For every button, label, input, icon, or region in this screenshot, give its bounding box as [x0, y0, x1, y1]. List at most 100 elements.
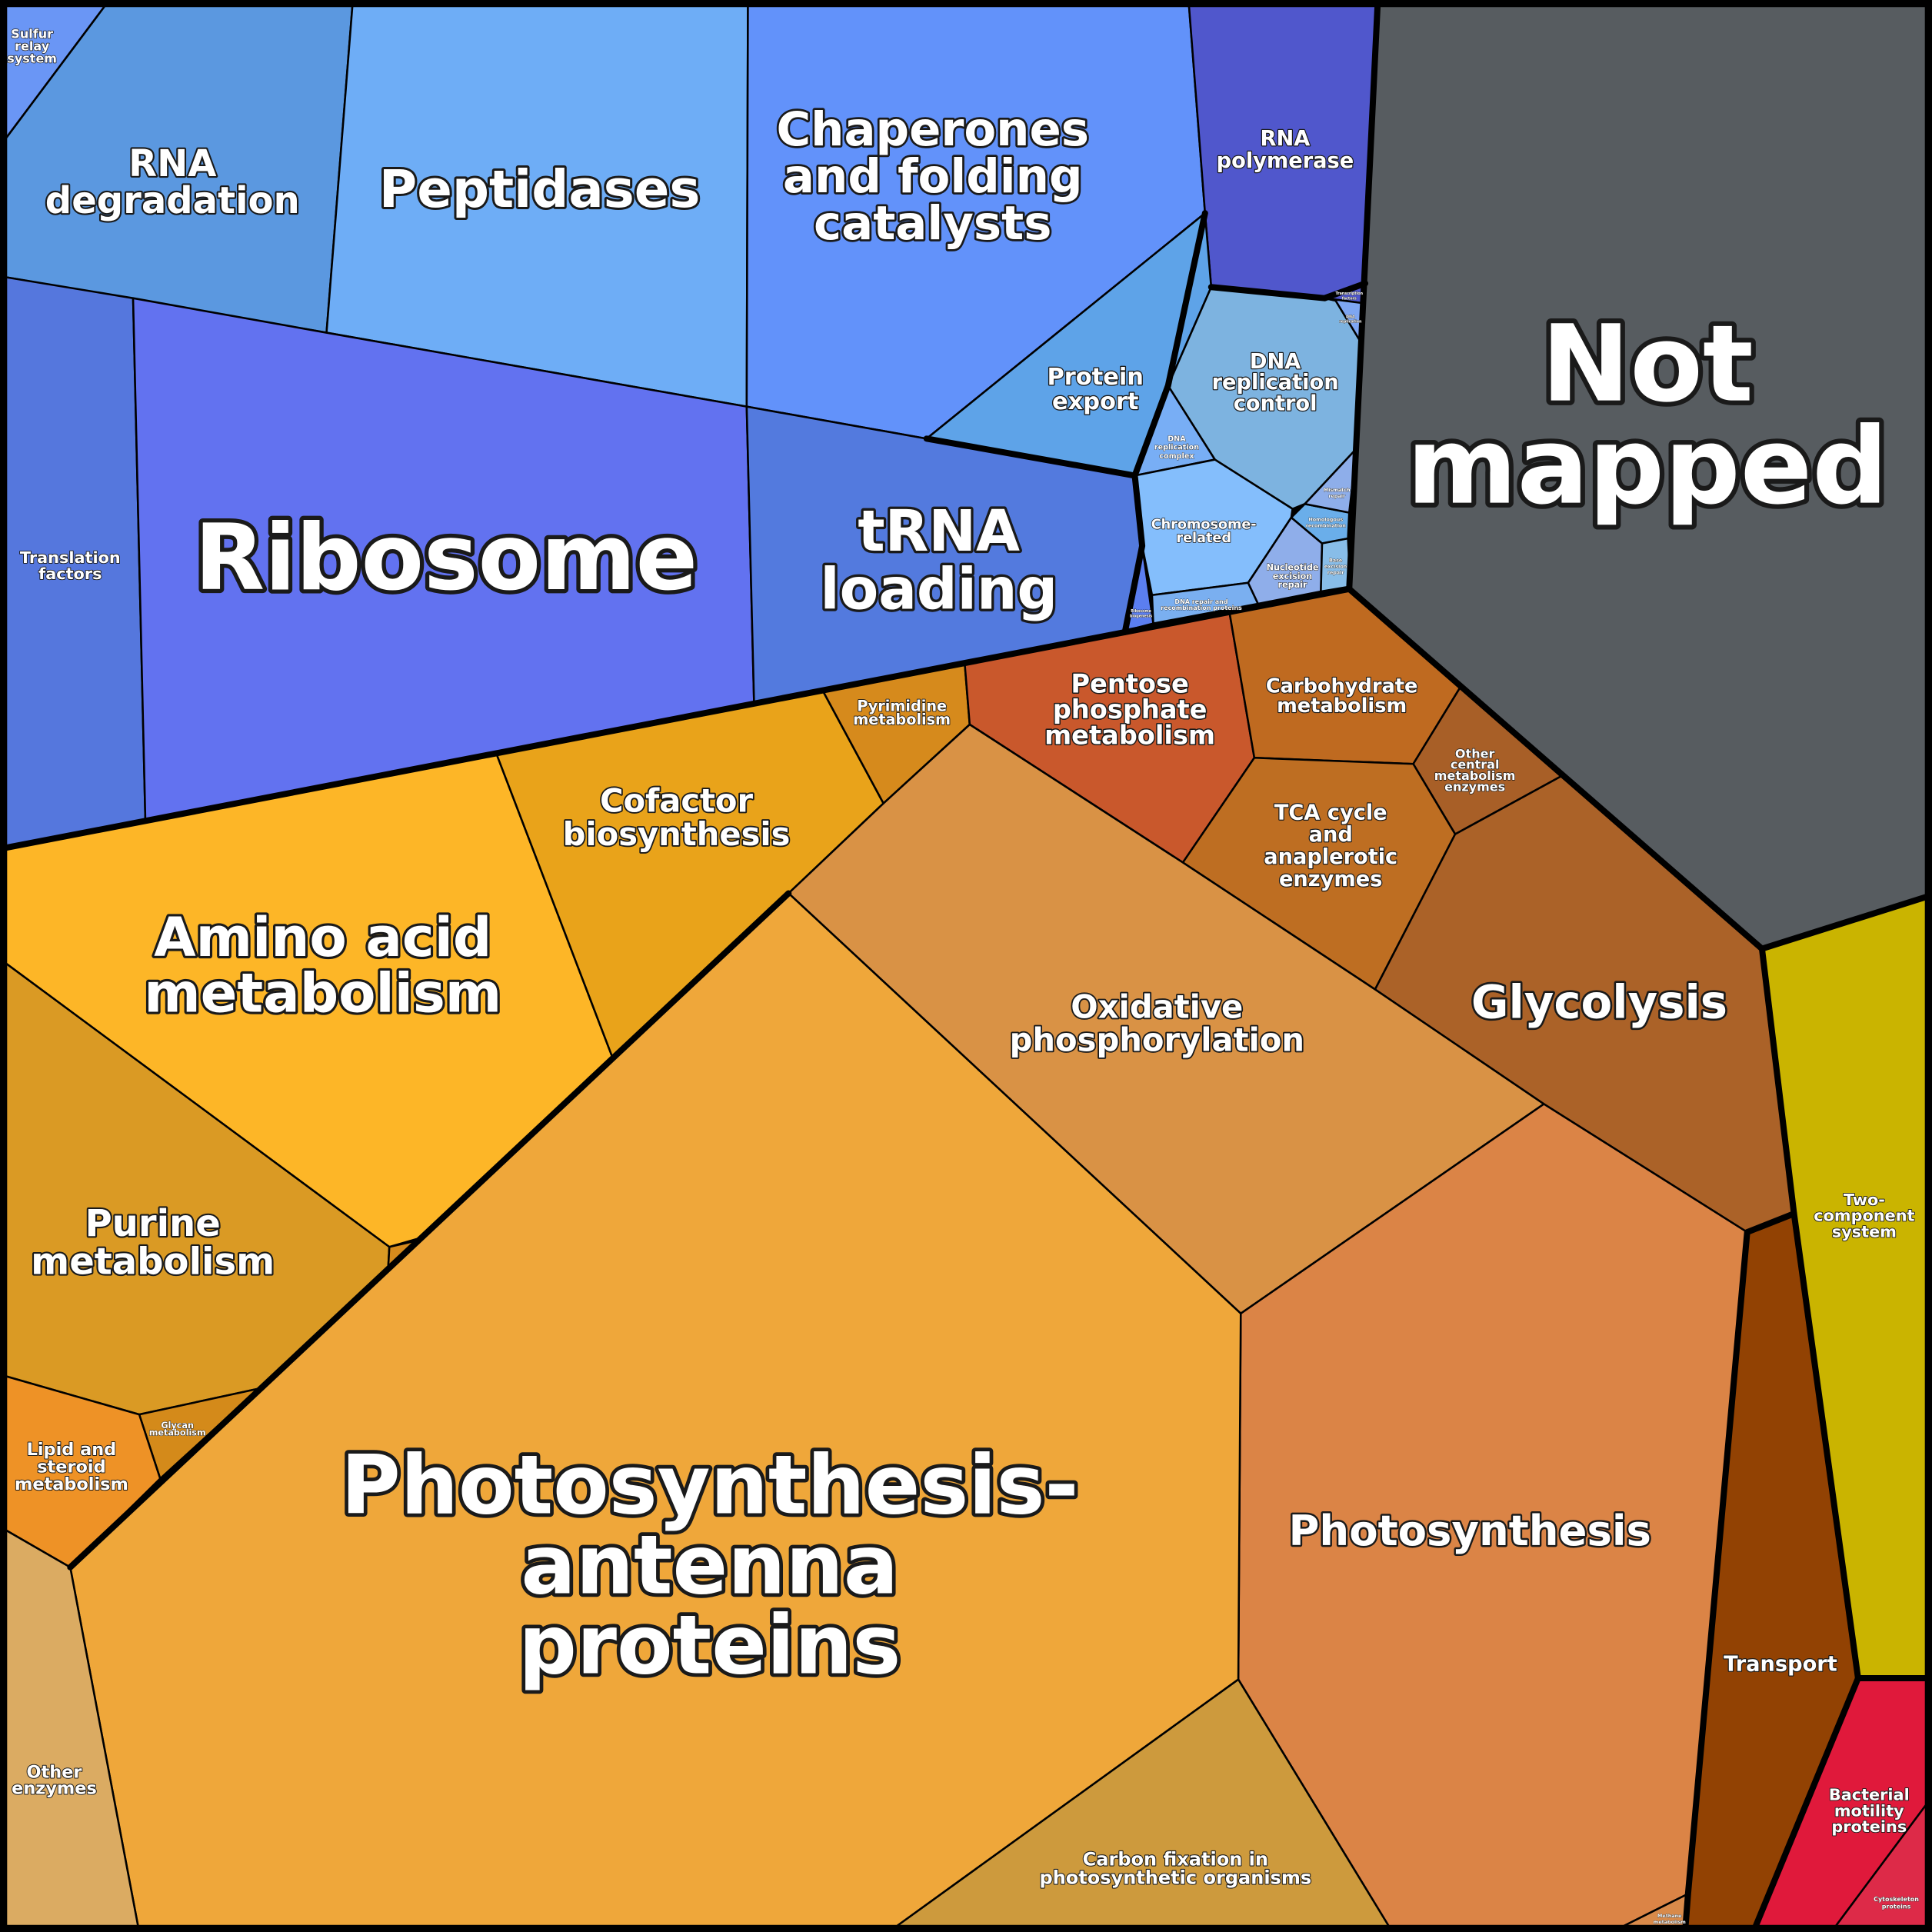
label-line: Carbohydrate	[1266, 675, 1418, 698]
label-line: phosphorylation	[1010, 1021, 1304, 1059]
label-line: Chaperones	[776, 102, 1089, 157]
label-line: export	[1052, 388, 1138, 415]
label-line: Pyrimidine	[857, 697, 947, 715]
label-line: excision	[1324, 564, 1347, 570]
label-line: Ribosome	[1131, 609, 1151, 614]
label-line: repair	[1327, 570, 1345, 576]
label-chromosome-related: Chromosome-related	[1151, 517, 1257, 546]
label-line: mapped	[1407, 405, 1888, 528]
label-line: repair	[1328, 493, 1346, 499]
label-line: anaplerotic	[1264, 845, 1397, 869]
label-line: metabolism	[144, 961, 501, 1024]
label-line: metabolism	[1434, 768, 1516, 783]
label-line: DNA repair and	[1174, 598, 1227, 605]
label-line: Bacterial	[1829, 1786, 1910, 1804]
label-line: Sulfur	[11, 27, 53, 42]
label-line: tRNA	[858, 499, 1020, 565]
label-line: Not	[1541, 303, 1754, 426]
label-line: RNA	[1261, 127, 1311, 151]
label-line: Glycolysis	[1471, 975, 1727, 1028]
label-transport: Transport	[1724, 1652, 1837, 1676]
label-line: biosynthesis	[563, 815, 791, 853]
label-line: degradation	[45, 179, 300, 222]
label-line: Cytoskeleton	[1874, 1896, 1919, 1903]
label-line: system	[7, 52, 57, 66]
label-line: replication	[1212, 371, 1339, 395]
label-line: Nucleotide	[1267, 563, 1319, 573]
label-line: steroid	[37, 1457, 105, 1477]
label-line: Photosynthesis	[1289, 1506, 1651, 1555]
label-line: Transcription	[1335, 291, 1363, 296]
label-line: and folding	[783, 149, 1083, 204]
label-line: Translation	[20, 548, 121, 567]
label-line: factors	[1342, 296, 1357, 301]
group-border	[1752, 1674, 1861, 1929]
label-peptidases: Peptidases	[379, 159, 701, 219]
label-line: recombination	[1306, 523, 1347, 529]
label-line: repair	[1278, 580, 1308, 590]
label-line: biogenesis	[1130, 615, 1152, 619]
label-line: related	[1176, 531, 1231, 546]
label-line: system	[1832, 1222, 1897, 1241]
label-line: metabolism	[853, 711, 951, 728]
label-line: Protein	[1047, 364, 1143, 391]
label-line: loading	[820, 557, 1058, 622]
label-line: catalysts	[814, 196, 1051, 251]
label-line: metabolism	[15, 1474, 128, 1494]
label-line: Photosynthesis-	[341, 1437, 1078, 1532]
label-line: proteins	[1882, 1904, 1911, 1910]
label-line: Cofactor	[600, 782, 754, 820]
label-line: and	[1309, 823, 1353, 847]
label-line: Homologous	[1308, 517, 1343, 523]
label-line: Base	[1329, 558, 1343, 564]
label-line: enzymes	[1279, 868, 1382, 891]
label-line: enzymes	[12, 1779, 97, 1799]
label-line: factors	[38, 565, 102, 583]
cell-homologous-recombination[interactable]	[1290, 502, 1351, 545]
label-line: Glycan	[161, 1421, 194, 1431]
label-line: Ribosome	[195, 505, 698, 611]
label-line: Other	[1455, 746, 1495, 761]
label-line: Lipid and	[27, 1440, 117, 1460]
label-line: Two-	[1844, 1191, 1885, 1209]
group-border	[1346, 3, 1929, 952]
label-line: proteins	[1831, 1817, 1907, 1836]
label-line: proteins	[518, 1598, 901, 1693]
label-line: enzymes	[1444, 780, 1505, 794]
label-line: excision	[1273, 571, 1313, 581]
label-photosynthesis: Photosynthesis	[1289, 1506, 1651, 1555]
label-line: Methane	[1657, 1913, 1682, 1919]
label-line: central	[1451, 758, 1500, 772]
label-line: DNA	[1250, 350, 1301, 374]
label-line: replication	[1154, 444, 1199, 452]
